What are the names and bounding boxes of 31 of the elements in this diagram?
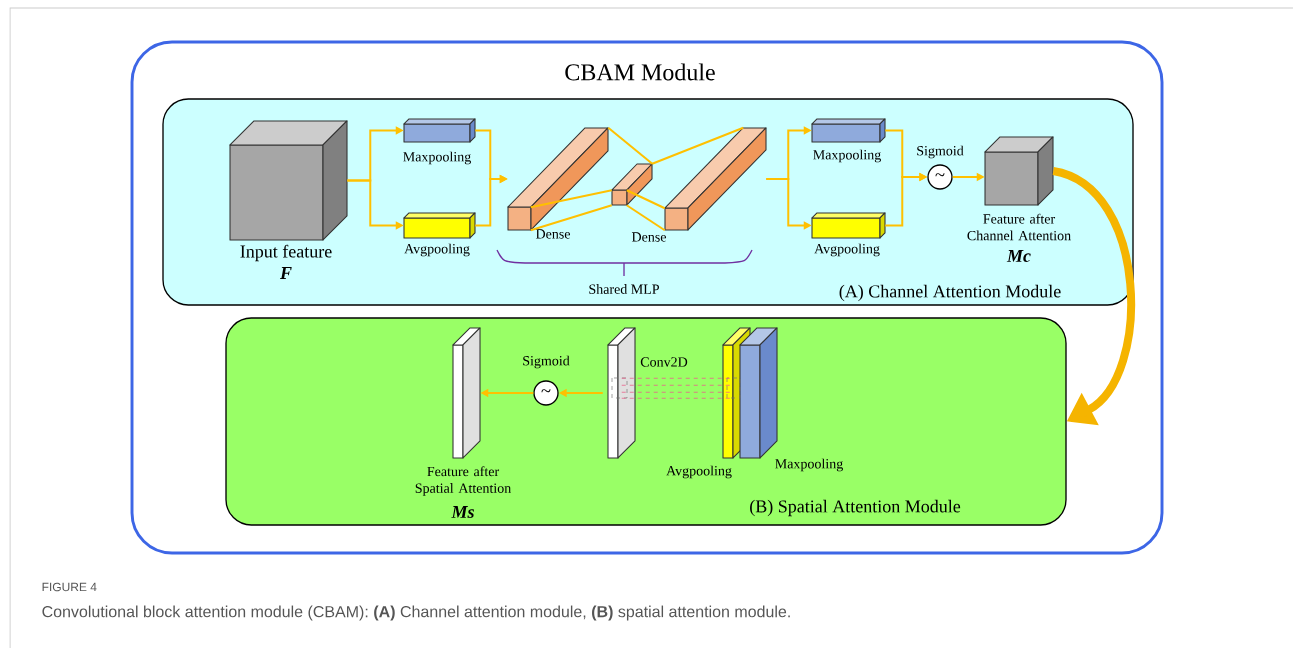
node-label: Feature after Spatial Attention [415,466,511,496]
connector-line [625,204,666,232]
node-label: Maxpooling [403,151,471,165]
node-label: Avgpooling [814,243,880,257]
curved-arrow [1052,167,1135,426]
node-label: Dense [631,232,666,242]
edge-label: Conv2D [640,357,688,367]
bracket-label: Shared MLP [589,284,659,294]
connector-line [651,126,745,165]
feature-symbol: Mc [1006,250,1031,262]
node-label: Avgpooling [666,465,732,479]
feature-map [607,327,636,459]
node-label: Input feature [240,244,332,262]
dense-layer [664,127,767,231]
panel-title: CBAM Module [565,63,715,81]
figure-label: FIGURE 4 [42,582,97,592]
node-label: Sigmoid [917,145,964,159]
node-label: Avgpooling [404,243,470,257]
feature-symbol: Ms [451,506,474,518]
connector-line [529,204,613,232]
feature-symbol: F [280,267,292,279]
figure-caption: Convolutional block attention module (CBAM): (A) Channel attention module, (B) spatial attention module. [42,605,790,621]
node-label: Maxpooling [775,458,843,472]
node-label: Maxpooling [813,149,881,163]
panel-title: (B) Spatial Attention Module [750,499,961,517]
node-label: Dense [535,229,570,239]
node-label: Sigmoid [523,355,570,369]
panel-title: (A) Channel Attention Module [839,284,1061,302]
connector-line [625,189,666,210]
connector-line [607,126,654,165]
node-label: Feature after Channel Attention [967,213,1071,241]
